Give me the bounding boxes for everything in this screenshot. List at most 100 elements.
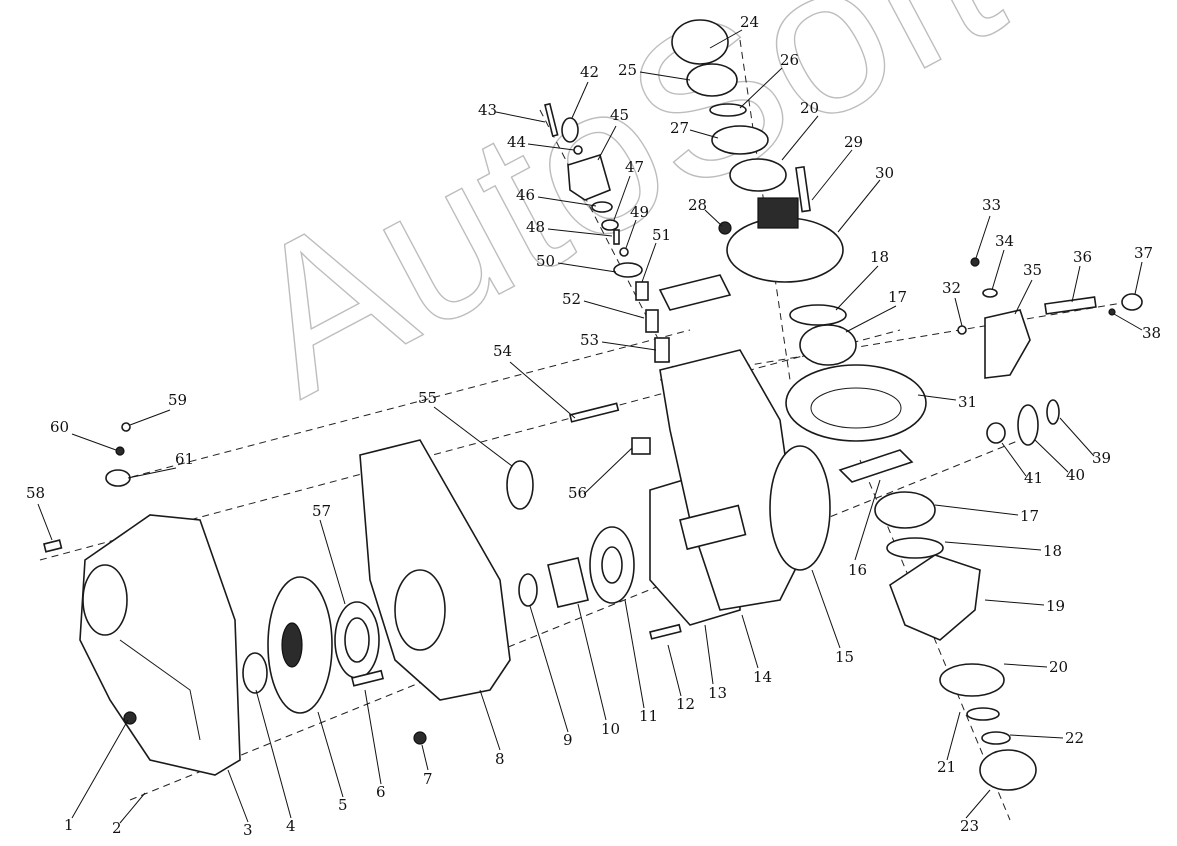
washer-34 (982, 288, 998, 298)
callout-leader (704, 624, 714, 685)
callout-label: 33 (982, 196, 1001, 214)
callout-label: 39 (1092, 449, 1111, 467)
callout-leader (127, 467, 177, 479)
callout-24: 21 (937, 711, 961, 776)
callout-leader (739, 67, 783, 109)
callout-42: 39 (1059, 417, 1111, 467)
callout-label: 7 (423, 770, 433, 788)
flange-30-spline (757, 197, 799, 229)
side-gear-17-upper (799, 324, 857, 366)
drive-gear-spline (281, 622, 303, 668)
callout-22: 20 (781, 99, 819, 161)
callout-label: 9 (563, 731, 573, 749)
front-cover-body (79, 514, 241, 776)
axis-right-pin (659, 299, 1141, 381)
callout-leader (965, 789, 991, 819)
pin-32 (957, 325, 967, 335)
callout-leader (944, 541, 1042, 551)
shaft-52 (645, 309, 659, 333)
callout-58: 55 (418, 389, 513, 467)
callout-leader (364, 689, 382, 785)
callout-leader (597, 125, 617, 161)
callout-leader (613, 175, 631, 221)
callout-leader (917, 394, 957, 401)
part-front-cover (79, 514, 241, 776)
part-top-stack (671, 19, 844, 283)
callout-leader (709, 29, 743, 49)
callout-39: 36 (1071, 248, 1092, 303)
callout-leader (641, 242, 657, 283)
callout-leader (547, 228, 613, 237)
pin-58 (43, 539, 63, 553)
callout-64: 61 (127, 450, 194, 479)
callout-leader (975, 215, 991, 259)
callout-37: 34 (991, 232, 1014, 291)
callout-leader (583, 447, 633, 495)
callout-leader (227, 769, 249, 823)
callout-59: 56 (568, 447, 633, 502)
callout-leader (946, 711, 961, 761)
pin-48 (613, 229, 620, 245)
callout-leader (71, 719, 129, 819)
callout-32: 29 (811, 133, 863, 201)
callout-leader (1003, 663, 1048, 668)
callout-label: 28 (688, 196, 707, 214)
callout-2: 2 (112, 792, 146, 837)
callout-leader (639, 71, 691, 81)
callout-label: 12 (676, 695, 695, 713)
callout-label: 37 (1134, 244, 1153, 262)
callout-label: 51 (652, 226, 671, 244)
callout-leader (527, 143, 575, 151)
callout-leader (255, 689, 292, 819)
callout-label: 56 (568, 484, 587, 502)
shift-fork (658, 274, 732, 311)
callout-48: 45 (597, 106, 629, 161)
callout-label: 3 (243, 821, 253, 839)
callout-40: 37 (1134, 244, 1153, 295)
bolt-43 (544, 102, 559, 138)
callout-13: 13 (704, 624, 727, 702)
cup-25 (686, 63, 738, 97)
callout-label: 52 (562, 290, 581, 308)
spring-53 (654, 337, 670, 363)
callout-label: 34 (995, 232, 1014, 250)
callout-38: 35 (1014, 261, 1042, 315)
bearing-20-upper (729, 158, 787, 192)
small-bearing (242, 652, 268, 694)
callout-7: 7 (421, 744, 433, 788)
callout-17: 17 (934, 504, 1039, 525)
ring-gear-31 (785, 364, 927, 442)
part-bolt-seal (506, 402, 651, 510)
callout-leader (119, 792, 146, 824)
diff-case-19 (889, 554, 981, 641)
callout-leader (1071, 265, 1081, 303)
washer-39 (1046, 399, 1060, 425)
output-spline (679, 504, 747, 551)
axis-main-lower (129, 439, 1021, 801)
callout-label: 17 (1020, 507, 1039, 525)
front-cover-bore (82, 564, 128, 636)
callout-60: 57 (312, 502, 346, 605)
part-ring-gear (769, 364, 927, 571)
bolt-54 (569, 402, 620, 423)
callout-19: 18 (944, 541, 1062, 560)
callout-12: 12 (667, 644, 695, 713)
callout-label: 35 (1023, 261, 1042, 279)
callout-11: 11 (624, 599, 658, 725)
bolt-12 (649, 623, 682, 640)
callout-label: 5 (338, 796, 348, 814)
callout-leader (625, 219, 637, 249)
callout-20: 18 (835, 248, 889, 311)
callout-leader (741, 614, 759, 669)
bolt-28 (718, 221, 732, 235)
callout-label: 32 (942, 279, 961, 297)
fork-35 (984, 309, 1031, 379)
callout-label: 43 (478, 101, 497, 119)
callout-label: 36 (1073, 248, 1092, 266)
callout-label: 61 (175, 450, 194, 468)
callout-31: 28 (688, 196, 723, 227)
callout-label: 8 (495, 750, 505, 768)
callout-label: 48 (526, 218, 545, 236)
callout-label: 49 (630, 203, 649, 221)
